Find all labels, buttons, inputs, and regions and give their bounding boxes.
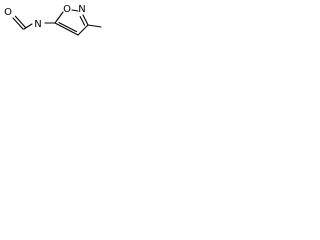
- bond-formyl-cn: [23, 23, 33, 30]
- atom-label-ring-oxygen: O: [63, 4, 71, 15]
- structure-diagram: O N O N: [4, 4, 102, 36]
- atom-label-carbonyl-oxygen: O: [4, 7, 12, 18]
- bond-c3-c4: [77, 24, 89, 36]
- bond-c4-c5: [54, 22, 79, 36]
- bond-c4-c5-double: [58, 22, 78, 33]
- bond-formyl-co-b: [14, 15, 26, 28]
- bond-o1-n2: [71, 9, 79, 12]
- bond-c5-o1: [54, 11, 64, 24]
- atom-label-ring-nitrogen: N: [78, 4, 85, 15]
- bond-c3-methyl: [87, 24, 102, 28]
- bond-n2-c3-double: [79, 16, 86, 26]
- atom-label-amide-nitrogen: N: [34, 19, 41, 30]
- bond-n2-c3: [82, 14, 89, 26]
- bond-formyl-co-a: [12, 17, 24, 30]
